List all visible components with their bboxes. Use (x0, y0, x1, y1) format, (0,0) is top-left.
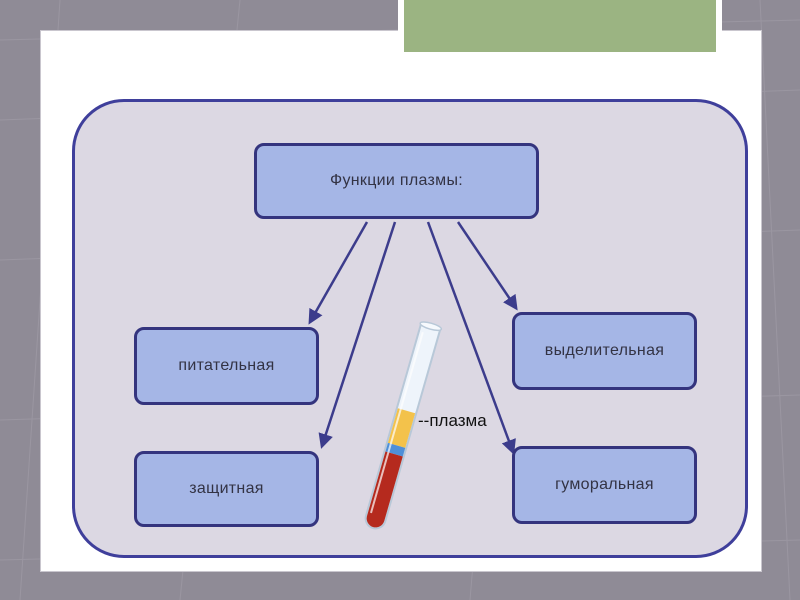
node-protective-label: защитная (189, 480, 264, 497)
plasma-label: --плазма (418, 411, 487, 430)
node-excretory: выделительная (512, 312, 697, 390)
node-root: Функции плазмы: (254, 143, 539, 219)
node-nutritive: питательная (134, 327, 319, 405)
node-nutritive-label: питательная (178, 357, 275, 374)
node-humoral-label: гуморальная (555, 476, 654, 493)
title-placeholder (398, 0, 722, 58)
node-root-label: Функции плазмы: (330, 172, 463, 189)
node-protective: защитная (134, 451, 319, 527)
title-accent-bar (404, 0, 716, 52)
node-excretory-label: выделительная (544, 342, 665, 359)
node-humoral: гуморальная (512, 446, 697, 524)
